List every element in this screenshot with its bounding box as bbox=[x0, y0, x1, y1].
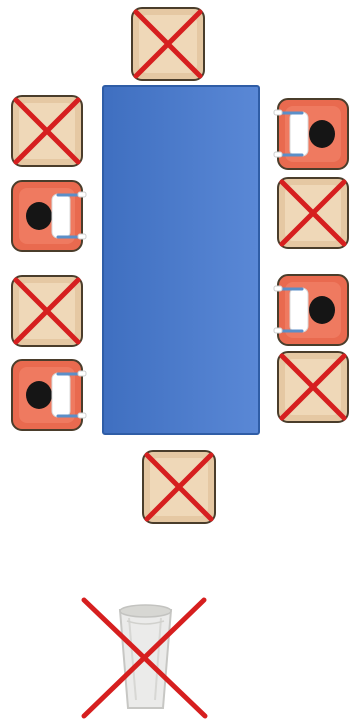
conference-table bbox=[103, 86, 259, 434]
seat-right-1 bbox=[274, 99, 348, 169]
person-right-1-icon-head bbox=[309, 120, 335, 148]
person-right-1-icon-hand-b bbox=[274, 152, 282, 157]
seat-left-2 bbox=[12, 181, 86, 251]
seat-left-3 bbox=[12, 276, 82, 346]
person-left-2-icon-head bbox=[26, 202, 52, 230]
seat-right-3 bbox=[274, 275, 348, 345]
person-right-1-icon-hand-a bbox=[274, 110, 282, 115]
person-right-3-icon-hand-b bbox=[274, 328, 282, 333]
seat-right-4 bbox=[278, 352, 348, 422]
person-left-2-icon-body bbox=[52, 194, 70, 238]
person-right-3-icon-hand-a bbox=[274, 286, 282, 291]
person-left-2-icon-hand-b bbox=[78, 234, 86, 239]
seat-left-1 bbox=[12, 96, 82, 166]
person-right-3-icon-head bbox=[309, 296, 335, 324]
person-left-2-icon-hand-a bbox=[78, 192, 86, 197]
person-right-1-icon-body bbox=[290, 112, 308, 156]
seat-top-head bbox=[132, 8, 204, 80]
person-left-4-icon-head bbox=[26, 381, 52, 409]
seat-left-4 bbox=[12, 360, 86, 430]
person-left-4-icon-hand-a bbox=[78, 371, 86, 376]
seat-bottom-head bbox=[143, 451, 215, 523]
person-left-4-icon-body bbox=[52, 373, 70, 417]
seat-right-2 bbox=[278, 178, 348, 248]
person-right-3-icon-body bbox=[290, 288, 308, 332]
person-left-4-icon-hand-b bbox=[78, 413, 86, 418]
